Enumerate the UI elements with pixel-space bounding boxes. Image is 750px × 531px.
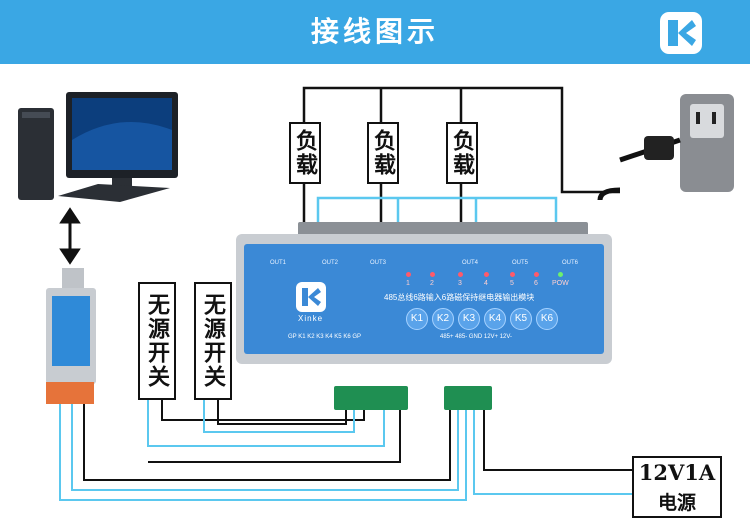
led-5 — [510, 272, 515, 277]
led-label-4: 4 — [484, 280, 488, 287]
led-2 — [430, 272, 435, 277]
power-terminal-labels: 485+ 485- GND 12V+ 12V- — [440, 334, 513, 340]
module-model-text: 485总线6路输入6路磁保持继电器输出模块 — [384, 293, 535, 302]
page-title: 接线图示 — [310, 15, 439, 48]
output-label-1: OUT1 — [270, 260, 287, 266]
double-arrow-icon — [59, 207, 81, 265]
input-label-row: GP K1 K2 K3 K4 K5 K6 GP — [288, 334, 361, 340]
input-terminal-block — [334, 386, 408, 410]
led-label-6: 6 — [534, 280, 538, 287]
led-label-2: 2 — [430, 280, 434, 287]
passive-switch-box-2: 无源开关 — [194, 282, 232, 400]
led-label-1: 1 — [406, 280, 410, 287]
brand-logo-icon — [660, 12, 702, 54]
title-banner — [0, 0, 750, 64]
power-terminal-block — [444, 386, 492, 410]
power-label: 电源 — [657, 492, 696, 514]
wall-outlet-icon — [597, 94, 734, 201]
usb-485-converter-icon — [46, 268, 96, 404]
module-brand: Xinke — [298, 314, 324, 323]
load-box-1: 负载 — [289, 122, 321, 184]
key-k4: K4 — [484, 308, 506, 330]
relay-module: OUT1 OUT2 OUT3 OUT4 OUT5 OUT6 1 2 3 4 5 … — [236, 214, 612, 380]
passive-switch-box-1: 无源开关 — [138, 282, 176, 400]
led-4 — [484, 272, 489, 277]
key-k1: K1 — [406, 308, 428, 330]
load-box-2: 负载 — [367, 122, 399, 184]
relay-common-wires — [316, 196, 558, 226]
module-logo-icon — [296, 282, 326, 312]
load-box-3: 负载 — [446, 122, 478, 184]
key-k6: K6 — [536, 308, 558, 330]
output-label-2: OUT2 — [322, 260, 339, 266]
led-6 — [534, 272, 539, 277]
computer-icon — [18, 92, 178, 202]
led-label-pow: POW — [552, 280, 569, 287]
power-supply-box: 12V1A 电源 — [632, 456, 722, 518]
key-k3: K3 — [458, 308, 480, 330]
output-label-3: OUT3 — [370, 260, 387, 266]
output-label-5: OUT5 — [512, 260, 529, 266]
led-pow — [558, 272, 563, 277]
led-1 — [406, 272, 411, 277]
led-label-5: 5 — [510, 280, 514, 287]
output-label-4: OUT4 — [462, 260, 479, 266]
key-k2: K2 — [432, 308, 454, 330]
key-k5: K5 — [510, 308, 532, 330]
output-label-6: OUT6 — [562, 260, 579, 266]
led-label-3: 3 — [458, 280, 462, 287]
led-3 — [458, 272, 463, 277]
power-spec: 12V1A — [638, 460, 716, 485]
